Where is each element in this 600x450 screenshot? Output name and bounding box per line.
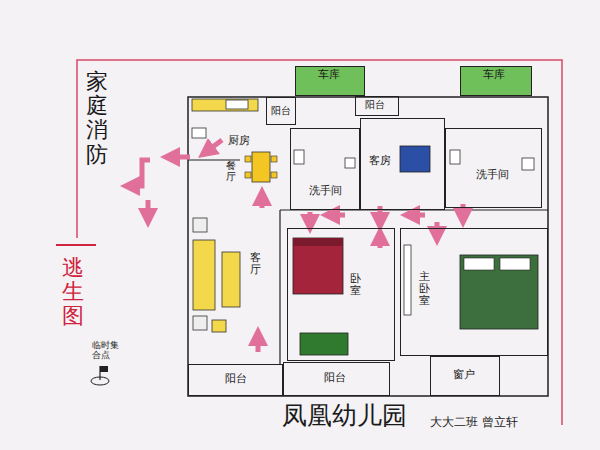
room-label: 卧室 [350, 273, 361, 297]
caption: 凤凰幼儿园 [282, 402, 407, 431]
balcony-box: 阳台 [188, 364, 283, 396]
guest-room-box: 客房 [360, 118, 445, 210]
window-box: 窗户 [430, 356, 500, 396]
living-room-box: 客厅 [188, 212, 280, 364]
bathroom-box: 洗手间 [445, 128, 542, 208]
room-label: 洗手间 [476, 169, 509, 182]
bathroom-box: 洗手间 [290, 128, 360, 210]
room-label: 车库 [318, 69, 340, 82]
room-label: 窗户 [453, 369, 475, 382]
class-name-note: 大大二班 曾立轩 [430, 416, 518, 430]
room-label: 客房 [369, 155, 391, 168]
room-label: 主卧室 [419, 271, 430, 307]
room-label: 阳台 [271, 105, 291, 117]
subtitle: 逃生图 [62, 256, 84, 329]
balcony-box: 阳台 [283, 362, 390, 396]
kitchen-box: 厨房 [188, 97, 266, 160]
room-label: 阳台 [324, 372, 346, 385]
room-label: 洗手间 [309, 185, 342, 198]
garage-box: 车库 [295, 66, 365, 96]
master-bedroom-box: 主卧室 [400, 228, 548, 356]
room-label: 厨房 [228, 135, 250, 148]
assembly-point-label: 临时集合点 [92, 340, 122, 361]
title: 家庭消防 [86, 70, 108, 167]
room-label: 阳台 [365, 99, 385, 111]
room-label: 餐厅 [226, 160, 236, 182]
garage-box: 车库 [460, 66, 532, 96]
balcony-box: 阳台 [355, 96, 399, 116]
room-label: 车库 [483, 69, 505, 82]
balcony-box: 阳台 [266, 97, 296, 125]
room-label: 客厅 [250, 252, 261, 276]
room-label: 阳台 [225, 373, 247, 386]
bedroom-box: 卧室 [287, 228, 395, 361]
